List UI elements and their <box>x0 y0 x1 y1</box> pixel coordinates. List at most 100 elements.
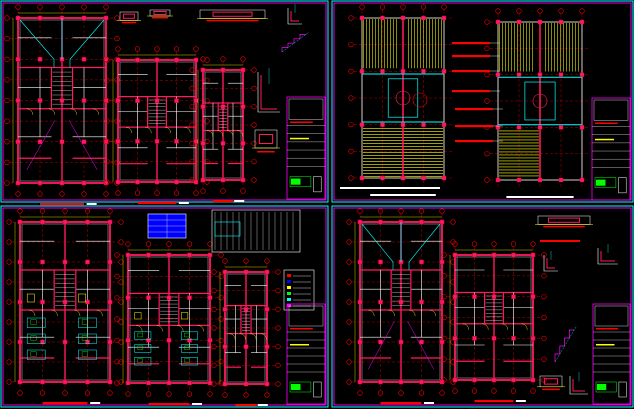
column <box>243 344 249 349</box>
column <box>491 336 497 341</box>
axis-bubble <box>243 258 249 264</box>
furniture-bed <box>181 357 198 366</box>
axis-bubble <box>154 46 160 52</box>
axis-bubble <box>418 208 425 214</box>
axis-bubble <box>103 191 109 197</box>
axis-bubble <box>484 45 490 51</box>
column <box>125 295 131 300</box>
column <box>537 125 543 130</box>
axis-bubble <box>15 191 21 197</box>
axis-bubble <box>118 239 124 245</box>
column <box>240 67 246 73</box>
view-title-bar <box>148 403 190 406</box>
axis-bubble <box>450 219 456 225</box>
legend-swatch <box>287 304 291 307</box>
axis-bubble <box>439 208 445 214</box>
detail-view <box>543 251 558 272</box>
sheet-border <box>0 0 329 203</box>
column <box>398 379 404 385</box>
axis-bubble <box>6 339 12 345</box>
column <box>207 380 213 386</box>
view-title-bar <box>506 196 574 198</box>
view-title-bar <box>370 194 436 196</box>
view-title-bar <box>235 404 257 407</box>
axis-bubble <box>243 392 249 398</box>
axis-bubble <box>204 77 210 83</box>
detail-element <box>123 13 135 19</box>
axis-bubble <box>211 325 217 331</box>
axis-bubble <box>104 118 110 124</box>
section-marker <box>412 92 428 108</box>
column <box>357 259 363 265</box>
column <box>537 72 543 77</box>
axis-bubble <box>516 8 522 14</box>
axis-bubble <box>530 241 536 247</box>
furniture-table <box>78 293 86 303</box>
axis-bubble <box>104 179 110 185</box>
column <box>357 339 363 345</box>
title-text-bar <box>596 328 619 330</box>
column <box>380 15 385 21</box>
scale-label <box>90 402 101 404</box>
column <box>115 139 121 144</box>
floor-plan-view <box>104 46 210 205</box>
axis-bubble <box>39 208 46 214</box>
column <box>146 380 151 386</box>
axis-bubble <box>4 139 10 145</box>
column <box>81 180 87 186</box>
column <box>537 177 543 183</box>
detail-title-bar <box>543 225 585 228</box>
axis-bubble <box>125 241 131 247</box>
axis-bubble <box>484 177 490 183</box>
column <box>146 252 151 258</box>
axis-bubble <box>37 191 43 197</box>
column <box>154 57 160 63</box>
floor-plan-view <box>346 208 456 405</box>
axis-bubble <box>484 151 490 157</box>
column <box>222 381 228 387</box>
detail-view <box>147 9 173 19</box>
title-block-header <box>593 99 629 121</box>
structural-plan-view <box>484 8 590 198</box>
axis-bubble <box>84 390 91 396</box>
column <box>359 175 365 181</box>
axis-bubble <box>346 339 352 345</box>
axis-bubble <box>275 288 281 294</box>
sheet-border <box>331 205 634 408</box>
furniture-bed <box>78 349 97 360</box>
furniture-pillow <box>137 332 143 338</box>
roof-line <box>69 19 105 68</box>
axis-bubble <box>441 335 447 341</box>
column <box>421 175 426 181</box>
column <box>558 19 564 25</box>
column <box>193 179 199 185</box>
axis-bubble <box>357 208 363 214</box>
column <box>579 19 585 25</box>
column <box>439 339 445 345</box>
column <box>146 295 151 300</box>
annotation-label <box>452 42 490 45</box>
furniture-bed <box>78 333 97 344</box>
legend-swatch <box>287 292 291 295</box>
scale-label <box>515 400 526 402</box>
axis-bubble <box>357 390 363 396</box>
column <box>187 252 192 258</box>
sheet-number-box <box>313 176 322 193</box>
stair-core <box>390 269 412 311</box>
sheet-inner-border <box>333 2 632 201</box>
column <box>452 294 458 299</box>
axis-bubble <box>348 15 354 21</box>
column <box>419 339 424 345</box>
axis-bubble <box>218 273 224 279</box>
axis-bubble <box>118 279 124 285</box>
column <box>207 338 213 343</box>
axis-bubble <box>189 67 195 73</box>
axis-bubble <box>104 159 110 165</box>
column <box>193 139 199 144</box>
axis-bubble <box>114 15 120 21</box>
axis-bubble <box>204 138 210 144</box>
detail-title-bar <box>121 21 137 24</box>
axis-bubble <box>541 273 547 279</box>
axis-bubble <box>39 390 46 396</box>
column <box>81 139 87 144</box>
